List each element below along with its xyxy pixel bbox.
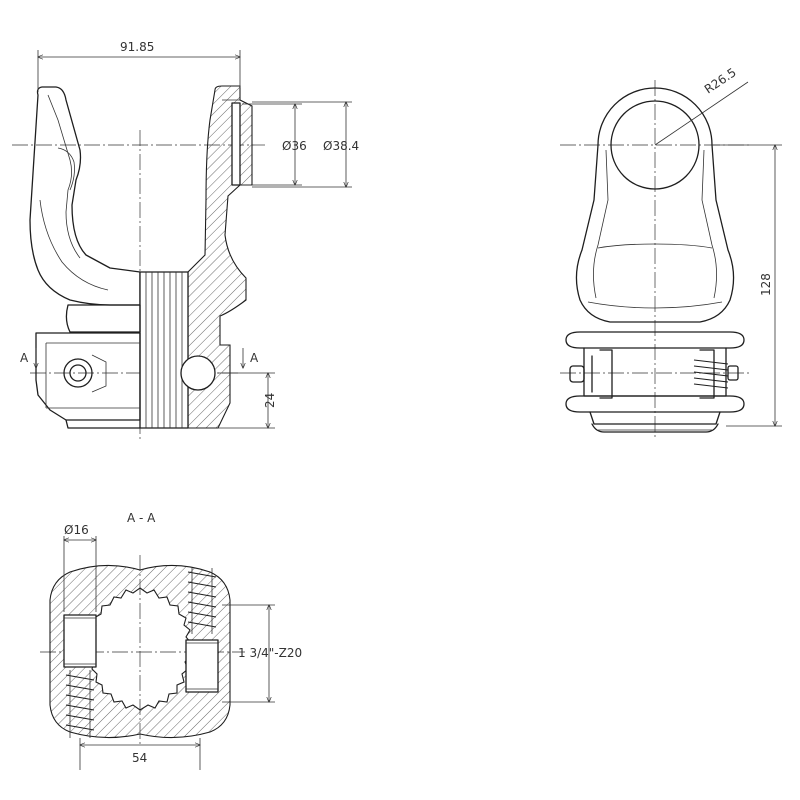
front-bore-groove	[231, 102, 241, 186]
side-hub-foot	[591, 423, 719, 433]
side-left-inner-edge	[593, 149, 609, 299]
front-left-arm-inner-edge	[47, 94, 81, 259]
section-view: A - A Ø16 1 3/4"-Z20	[40, 511, 302, 770]
section-label-left: A	[20, 351, 29, 365]
side-collar-bottom	[565, 395, 745, 413]
section-right-pin	[185, 639, 219, 693]
section-left-spring	[65, 670, 95, 738]
side-left-lock-button	[569, 365, 585, 383]
section-left-pin	[63, 614, 97, 668]
dim-width-label: 91.85	[120, 40, 154, 54]
front-lock-ball	[180, 355, 216, 391]
dim-hub-label: 24	[263, 393, 277, 408]
dim-spline-label: 1 3/4"-Z20	[238, 646, 302, 660]
dim-height-label: 128	[759, 273, 773, 296]
section-title: A - A	[127, 511, 156, 525]
side-right-spring	[693, 359, 739, 389]
dim-outer-label: Ø38.4	[323, 139, 359, 153]
front-hub	[35, 304, 141, 421]
front-left-arm	[29, 86, 141, 306]
front-lock-pin-inner	[69, 364, 87, 382]
side-mid-contour	[597, 243, 713, 249]
section-label-right: A	[250, 351, 259, 365]
dim-radius-line	[654, 81, 749, 146]
dim-pin-label: Ø16	[64, 523, 89, 537]
side-hub-bottom	[589, 411, 721, 425]
side-right-inner-edge	[701, 149, 717, 299]
side-left-lock-housing	[599, 349, 613, 399]
dim-bore-label: Ø36	[282, 139, 307, 153]
front-spline-lines	[145, 272, 183, 428]
front-left-arm-fillet	[39, 199, 109, 291]
front-view: A A 91.85 Ø36 Ø38.4 24	[12, 40, 359, 440]
dim-section-width-label: 54	[132, 751, 147, 765]
side-body-outline	[575, 87, 735, 323]
front-lock-pin-housing	[91, 354, 107, 393]
side-lower-contour	[587, 301, 723, 309]
side-cross-hole	[610, 100, 700, 190]
front-lock-pin-outer	[63, 358, 93, 388]
front-hub-bottom	[65, 419, 141, 429]
side-view: R26.5 128	[560, 65, 782, 440]
section-right-spring	[187, 568, 217, 634]
front-left-bore-edge	[57, 147, 75, 191]
side-collar	[565, 331, 745, 349]
